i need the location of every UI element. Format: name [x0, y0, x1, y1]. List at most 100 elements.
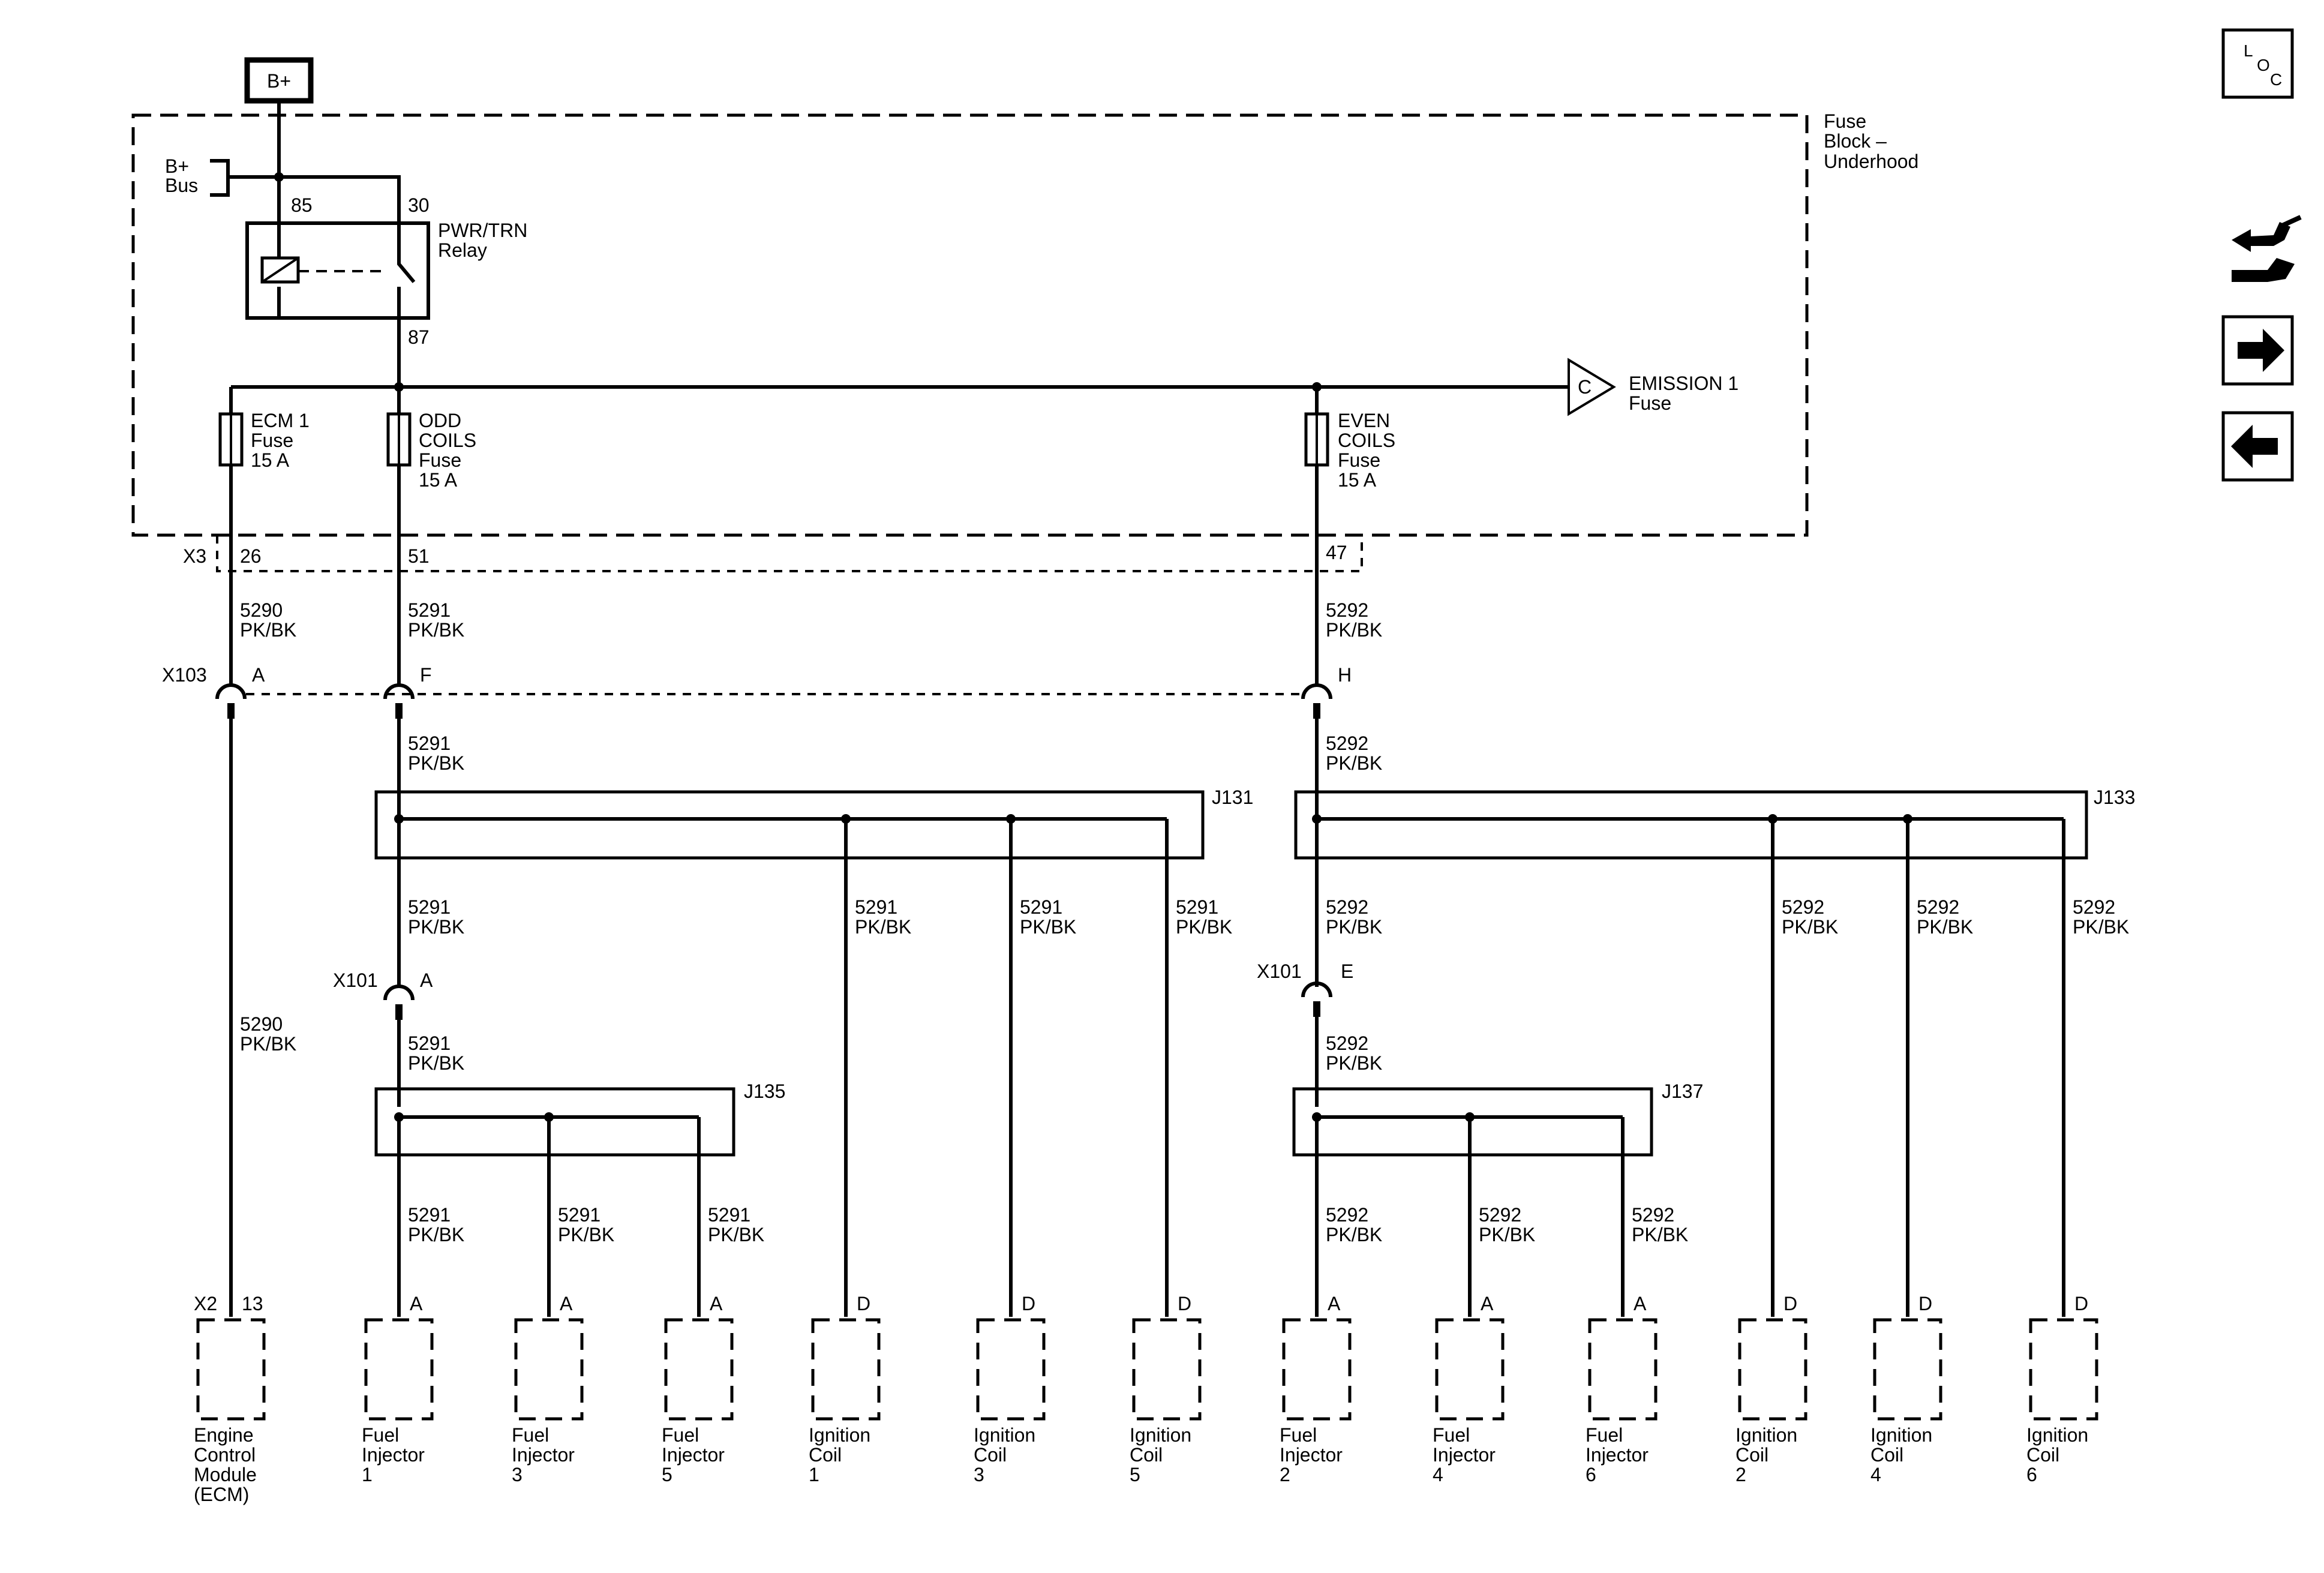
component-connector	[1435, 1318, 1505, 1421]
diagram-label: PK/BK	[1782, 916, 1838, 938]
component-label: Injector	[512, 1444, 575, 1466]
diagram-label: 15 A	[419, 469, 458, 491]
diagram-label: PK/BK	[1326, 1224, 1382, 1245]
component-label: 4	[1870, 1464, 1881, 1485]
component-pin: D	[1022, 1293, 1035, 1314]
component-pin: A	[410, 1293, 423, 1314]
diagram-label: H	[1338, 664, 1352, 686]
component-label: Injector	[1280, 1444, 1343, 1466]
diagram-label: C	[2270, 70, 2282, 89]
diagram-label: 5291	[408, 1204, 451, 1226]
diagram-label: PK/BK	[855, 916, 911, 938]
splice-j131: J131	[374, 786, 1253, 860]
component-label: Injector	[1586, 1444, 1649, 1466]
diagram-label: Bus	[165, 175, 198, 196]
arrow-left-icon[interactable]	[2221, 411, 2294, 482]
component-label: Ignition	[1736, 1424, 1797, 1446]
diagram-label: B+	[267, 70, 291, 92]
diagram-label: PK/BK	[1176, 916, 1232, 938]
diagram-label: O	[2257, 56, 2270, 74]
component-label: 6	[2026, 1464, 2037, 1485]
component-connector	[664, 1318, 734, 1421]
diagram-label: Relay	[438, 239, 487, 261]
diagram-label: E	[1341, 960, 1353, 982]
relay-switch	[397, 223, 416, 318]
component-label: Coil	[1130, 1444, 1163, 1466]
component-label: Fuel	[1586, 1424, 1623, 1446]
diagram-label: 5292	[1326, 1204, 1368, 1226]
diagram-label: 5291	[1176, 896, 1218, 918]
diagram-label: X3	[183, 545, 206, 567]
diagram-label: Fuse	[419, 449, 461, 471]
component-label: Control	[194, 1444, 256, 1466]
fuse-block-underhood	[131, 113, 1809, 537]
component-label: Ignition	[2026, 1424, 2088, 1446]
diagram-label: PK/BK	[1326, 619, 1382, 641]
component-label: 6	[1586, 1464, 1596, 1485]
diagram-label: PK/BK	[1479, 1224, 1535, 1245]
diagram-label: PK/BK	[408, 752, 464, 774]
component-pin: D	[1783, 1293, 1797, 1314]
component-connector	[514, 1318, 584, 1421]
diagram-label: X101	[333, 969, 378, 991]
diagram-label: PK/BK	[1326, 752, 1382, 774]
diagram-label: 5291	[558, 1204, 600, 1226]
component-connector	[1132, 1318, 1202, 1421]
component-connector	[364, 1318, 434, 1421]
component-label: 1	[362, 1464, 373, 1485]
diagram-label: 5290	[240, 1013, 283, 1035]
diagram-label: C	[1578, 376, 1592, 398]
emission-1-fuse-ref: C EMISSION 1 Fuse	[1568, 358, 1739, 416]
diagram-label: 15 A	[251, 449, 290, 471]
diagram-label: L	[2244, 41, 2253, 60]
component-label: Fuel	[1433, 1424, 1470, 1446]
diagram-label: B+	[165, 155, 189, 177]
diagram-label: PK/BK	[1020, 916, 1076, 938]
component-pin: D	[1178, 1293, 1191, 1314]
component-pin: A	[1634, 1293, 1647, 1314]
battery-source: B+	[244, 57, 314, 104]
diagram-label: J131	[1212, 786, 1253, 808]
component-pin: D	[1918, 1293, 1932, 1314]
splice-j133: J133	[1294, 786, 2135, 860]
diagram-label: 87	[408, 326, 430, 348]
diagram-label: Fuse	[1338, 449, 1380, 471]
diagram-label: PK/BK	[240, 1033, 296, 1055]
diagram-label: PWR/TRN	[438, 220, 527, 241]
x103-connector: X103 A F H	[162, 664, 1352, 719]
odd-coils-fuse: ODD COILS Fuse 15 A	[386, 410, 476, 491]
x3-connector	[216, 535, 1363, 572]
loc-icon[interactable]: L O C	[2221, 28, 2294, 99]
diagram-label: A	[252, 664, 265, 686]
diagram-label: Block –	[1824, 130, 1887, 152]
diagram-label: PK/BK	[408, 916, 464, 938]
diagram-label: 5292	[1782, 896, 1824, 918]
component-label: Injector	[1433, 1444, 1496, 1466]
diagram-label: EVEN	[1338, 410, 1390, 431]
arrow-right-icon[interactable]	[2221, 315, 2294, 386]
diagram-label: 5292	[1917, 896, 1959, 918]
diagram-label: A	[420, 969, 433, 991]
diagram-label: J133	[2094, 786, 2135, 808]
component-connector	[811, 1318, 881, 1421]
component-label: Injector	[362, 1444, 425, 1466]
component-pin: A	[1481, 1293, 1494, 1314]
component-label: Ignition	[1130, 1424, 1191, 1446]
component-label: Injector	[662, 1444, 725, 1466]
component-pin: D	[857, 1293, 870, 1314]
b-plus-bus: B+ Bus	[165, 155, 279, 197]
diagram-label: 30	[408, 194, 430, 216]
x101-connector-a: X101 A	[333, 969, 433, 1020]
diagram-label: 51	[408, 545, 430, 567]
connector-tool-icon[interactable]	[2232, 215, 2302, 282]
diagram-label: PK/BK	[708, 1224, 764, 1245]
diagram-label: 5292	[1632, 1204, 1674, 1226]
component-label: 2	[1736, 1464, 1746, 1485]
